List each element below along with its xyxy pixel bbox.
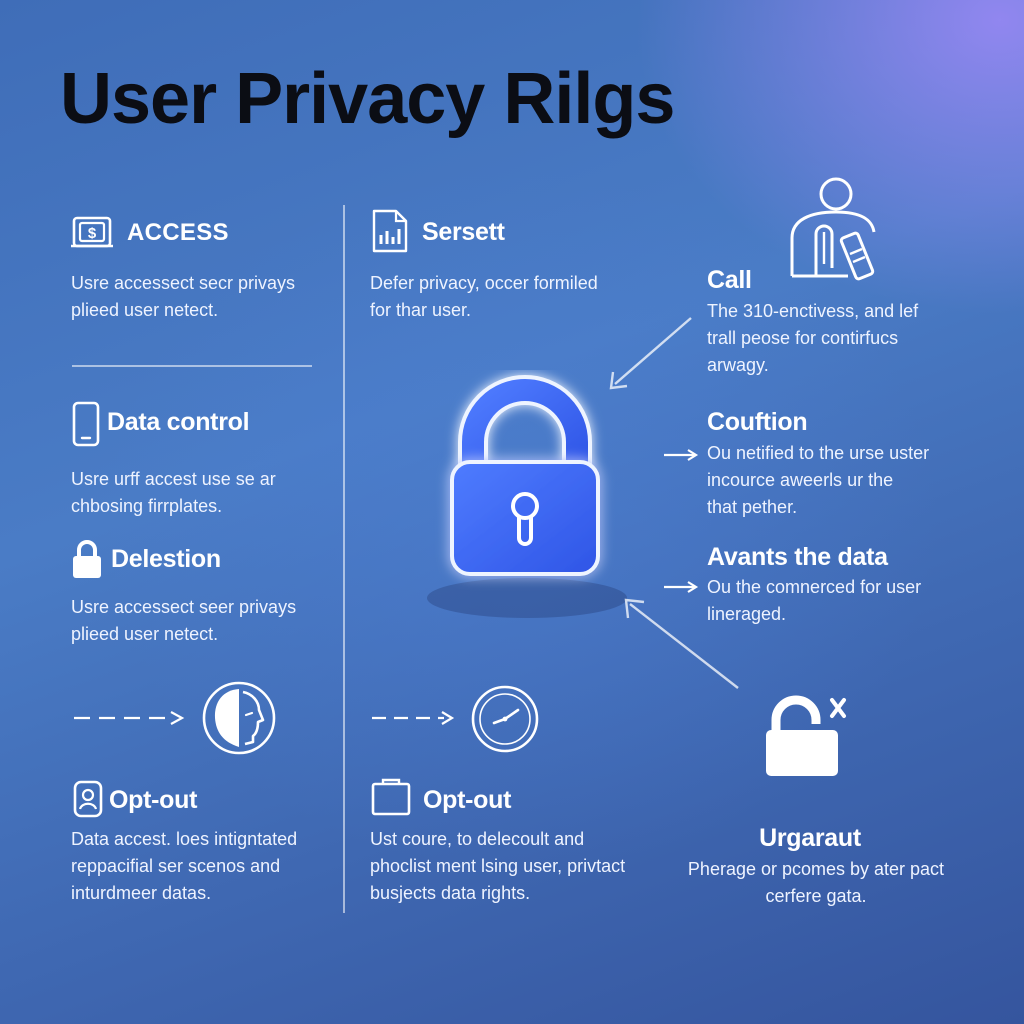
arrow-to-lock	[624, 598, 739, 689]
small-arrow	[664, 581, 699, 593]
person-tag-icon	[790, 177, 876, 281]
clock-icon	[471, 685, 539, 753]
smartphone-icon	[72, 401, 100, 447]
call-description: The 310-enctivess, and lef trall peose f…	[707, 301, 919, 375]
section-divider	[72, 365, 312, 367]
couftion-heading: Couftion	[707, 408, 808, 436]
opt-out-description: Data accest. loes intigntated reppacifia…	[71, 829, 298, 903]
call-heading: Call	[707, 266, 752, 294]
document-chart-icon	[372, 209, 408, 253]
padlock-icon	[427, 375, 627, 618]
folder-icon	[371, 778, 411, 816]
delestion-description: Usre accessect seer privays plieed user …	[71, 597, 297, 644]
opt-out-heading: Opt-out	[109, 786, 198, 814]
urgaraut-heading: Urgaraut	[759, 824, 861, 852]
access-heading: ACCESS	[127, 219, 229, 246]
page-title: User Privacy Rilgs	[60, 59, 675, 139]
arrow-to-lock	[609, 317, 692, 390]
lock-icon	[73, 540, 101, 578]
opt-out-heading: Opt-out	[423, 786, 512, 814]
svg-text:$: $	[88, 225, 97, 242]
small-arrow	[664, 449, 699, 461]
column-divider	[343, 205, 345, 913]
unlocked-lock-icon	[766, 695, 846, 776]
urgaraut-description: Pherage or pcomes by ater pact cerfere g…	[687, 859, 945, 906]
sersett-description: Defer privacy, occer formiled for thar u…	[370, 273, 598, 320]
couftion-description: Ou netified to the urse uster incource a…	[707, 443, 930, 517]
avants-description: Ou the comnerced for user lineraged.	[707, 577, 922, 624]
sersett-heading: Sersett	[422, 218, 505, 246]
opt-out-description: Ust coure, to delecoult and phoclist men…	[370, 829, 626, 903]
money-icon: $	[71, 216, 113, 248]
data-control-description: Usre urff accest use se ar chbosing firr…	[71, 469, 276, 516]
dashed-arrow	[74, 711, 185, 725]
user-badge-icon	[73, 780, 103, 818]
access-description: Usre accessect secr privays plieed user …	[71, 273, 296, 320]
delestion-heading: Delestion	[111, 545, 221, 573]
avants-heading: Avants the data	[707, 543, 888, 571]
dashed-arrow	[372, 711, 455, 725]
data-control-heading: Data control	[107, 408, 250, 436]
face-profile-icon	[202, 681, 276, 755]
